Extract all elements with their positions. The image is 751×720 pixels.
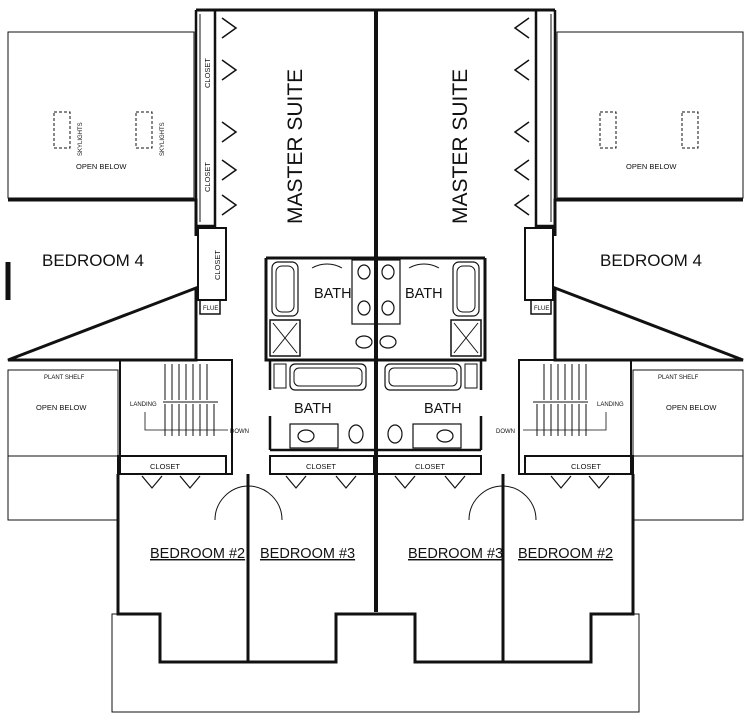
open-below-mid-label-left: OPEN BELOW: [36, 403, 87, 412]
master-closet-strip-left: [194, 10, 217, 228]
down-label-right: DOWN: [496, 429, 515, 435]
bedroom-3-left-walls: [246, 520, 376, 664]
skylight-right-1: [599, 111, 617, 149]
open-below-area-top-left: [7, 31, 195, 199]
master-suite-label-right: MASTER SUITE: [449, 69, 472, 224]
closet-b4-label-left: CLOSET: [213, 250, 222, 280]
down-label-left: DOWN: [230, 429, 249, 435]
skylight-marks: [53, 111, 699, 149]
bedroom-2-label-left: BEDROOM #2: [150, 546, 245, 562]
skylights-label-left-2: SKYLIGHTS: [160, 122, 166, 156]
hall-vanity-left: [289, 423, 339, 449]
landing-label-left: LANDING: [130, 402, 157, 408]
bathtub-left: [271, 261, 299, 317]
right-unit: [375, 8, 744, 713]
bedroom-4-closet-left: [197, 227, 227, 301]
flue-label-right: FLUE: [534, 306, 549, 312]
bedroom-3-label-right: BEDROOM #3: [408, 546, 503, 562]
flue-box-right: [530, 299, 552, 315]
hall-closet-outer-label-right: CLOSET: [571, 462, 601, 471]
hall-vanity-right: [412, 423, 462, 449]
open-below-top-label-left: OPEN BELOW: [76, 162, 127, 171]
bedroom-4-label-right: BEDROOM 4: [600, 251, 702, 270]
skylight-left-1: [53, 111, 71, 149]
bedroom-4-right-walls: [553, 198, 744, 362]
open-below-top-label-right: OPEN BELOW: [626, 162, 677, 171]
skylight-right-2: [681, 111, 699, 149]
hall-tub-left: [289, 363, 367, 391]
hall-closet-inner-label-right: CLOSET: [415, 462, 445, 471]
master-bath-left: [264, 256, 376, 362]
stair-right: [518, 359, 632, 475]
toilet-left: [355, 335, 373, 349]
closet-mid-label-left: CLOSET: [203, 162, 212, 192]
shower-right: [450, 319, 482, 357]
landing-label-right: LANDING: [597, 402, 624, 408]
bedroom-2-right-walls: [501, 474, 635, 664]
hall-closet-outer-left: [117, 455, 227, 475]
plant-shelf-label-left: PLANT SHELF: [44, 375, 85, 381]
bedroom-4-label-left: BEDROOM 4: [42, 251, 144, 270]
hall-closet-inner-label-left: CLOSET: [306, 462, 336, 471]
toilet-right: [379, 335, 397, 349]
plant-shelf-area-left: [7, 369, 119, 457]
flue-box-left: [199, 299, 221, 315]
skylights-label-left-1: SKYLIGHTS: [78, 122, 84, 156]
flue-label-left: FLUE: [203, 306, 218, 312]
bedroom-4-left-walls: [7, 198, 198, 362]
bedroom-2-left-walls: [116, 474, 250, 664]
hall-bath-label-left: BATH: [294, 401, 332, 417]
hall-bath-left: [268, 360, 376, 452]
hall-toilet-right: [387, 424, 403, 444]
stair-left: [119, 359, 233, 475]
left-unit: [5, 8, 378, 713]
plant-shelf-label-right: PLANT SHELF: [658, 375, 699, 381]
hall-bath-label-right: BATH: [424, 401, 462, 417]
master-bath-label-right: BATH: [405, 286, 443, 302]
hall-closet-outer-right: [524, 455, 634, 475]
open-below-mid-label-right: OPEN BELOW: [666, 403, 717, 412]
bedroom-2-label-right: BEDROOM #2: [518, 546, 613, 562]
hall-tub-right: [384, 363, 462, 391]
closet-top-label-left: CLOSET: [203, 58, 212, 88]
shower-left: [269, 319, 301, 357]
bedroom-4-closet-right: [524, 227, 554, 301]
left-labels: MASTER SUITE BEDROOM 4 BEDROOM #2 BEDROO…: [36, 58, 355, 562]
master-suite-label-left: MASTER SUITE: [284, 69, 307, 224]
master-bath-label-left: BATH: [314, 286, 352, 302]
master-closet-strip-right: [534, 10, 557, 228]
hall-toilet-left: [348, 424, 364, 444]
bedroom-3-label-left: BEDROOM #3: [260, 546, 355, 562]
skylight-left-2: [135, 111, 153, 149]
right-labels: MASTER SUITE BEDROOM 4 BEDROOM #2 BEDROO…: [405, 69, 717, 562]
bedroom-3-right-walls: [376, 520, 505, 664]
bathtub-right: [452, 261, 480, 317]
hall-closet-outer-label-left: CLOSET: [150, 462, 180, 471]
